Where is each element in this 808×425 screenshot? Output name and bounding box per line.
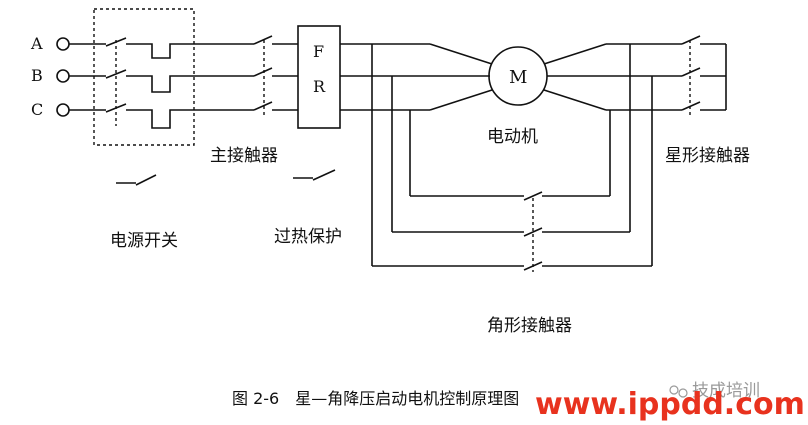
figure-caption: 图 2-6 星—角降压启动电机控制原理图	[232, 389, 519, 408]
terminal-b-label: B	[31, 66, 43, 85]
power-switch-label: 电源开关	[110, 231, 178, 251]
main-contactor-contacts	[253, 35, 298, 111]
delta-loop-wires	[371, 44, 653, 267]
power-switch-box	[93, 8, 195, 146]
wechat-icon-bubble	[678, 388, 688, 398]
terminal-c-label: C	[31, 100, 43, 119]
motor-right-wires	[543, 43, 682, 111]
phase-c-left-wires	[69, 103, 254, 129]
delta-contactor-label: 角形接触器	[487, 316, 572, 336]
star-contactor-contacts	[681, 35, 727, 111]
watermark-brand: 技成培训	[692, 381, 760, 401]
relay-label-r: R	[313, 77, 326, 96]
terminal-a-label: A	[30, 34, 43, 53]
wechat-icon	[669, 385, 679, 395]
terminal-b	[56, 69, 70, 83]
motor-label: 电动机	[487, 127, 538, 147]
terminal-a	[56, 37, 70, 51]
overheat-contact-symbol	[293, 169, 336, 181]
main-contactor-label: 主接触器	[210, 146, 278, 166]
thermal-relay-box	[297, 25, 341, 129]
star-contactor-label: 星形接触器	[665, 146, 750, 166]
phase-b-left-wires	[69, 69, 254, 93]
relay-label-f: F	[313, 42, 324, 61]
relay-output-bus	[340, 43, 493, 111]
overheat-label: 过热保护	[274, 227, 342, 247]
watermark-url: www.ippdd.com	[535, 387, 805, 422]
motor-symbol: M	[509, 67, 527, 88]
terminal-c	[56, 103, 70, 117]
phase-a-left-wires	[69, 37, 254, 59]
watermark: 技成培训 www.ippdd.com	[535, 381, 805, 422]
power-switch-contact-symbol	[116, 174, 157, 186]
